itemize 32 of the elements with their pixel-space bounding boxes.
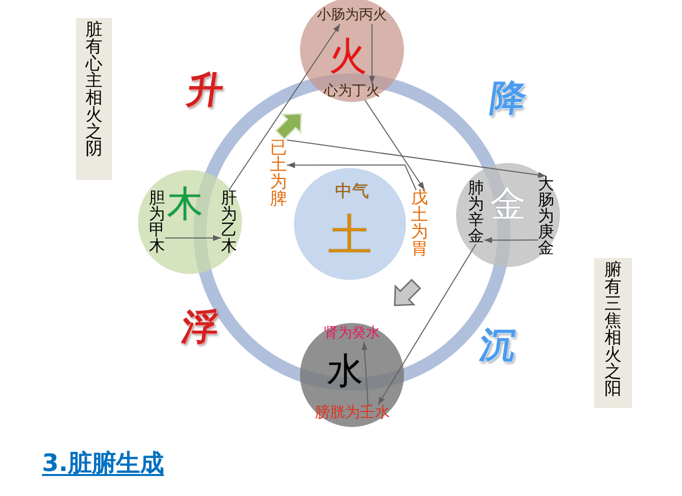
arrow <box>362 342 369 406</box>
note-box: 腑有三焦相火之阳 <box>594 258 632 408</box>
organ-label: 大肠为庚金 <box>538 176 554 256</box>
arrow <box>228 24 341 190</box>
direction-character: 沉 <box>477 327 519 363</box>
element-character: 火 <box>329 37 367 75</box>
element-character: 金 <box>490 187 526 223</box>
direction-character: 升 <box>184 72 226 108</box>
organ-label: 戊土为胃 <box>411 190 428 258</box>
arrow <box>378 244 476 406</box>
arrow <box>369 24 375 84</box>
organ-label: 胆为甲木 <box>149 190 165 254</box>
element-character: 土 <box>328 214 372 258</box>
arrow <box>286 140 546 178</box>
organ-label: 心为丁火 <box>324 84 380 100</box>
direction-character: 浮 <box>179 309 221 345</box>
arrow <box>484 237 538 244</box>
direction-character: 降 <box>487 80 529 116</box>
element-character: 木 <box>167 187 203 223</box>
organ-label: 肾为癸水 <box>324 326 380 342</box>
note-box: 脏有心主相火之阴 <box>76 18 112 180</box>
organ-label: 已土为脾 <box>270 140 287 208</box>
center-label: 中气 <box>335 184 369 200</box>
organ-label: 小肠为丙火 <box>317 8 387 24</box>
arrow <box>286 162 417 190</box>
organ-label: 肝为乙木 <box>221 190 237 254</box>
slide-title: 3.脏腑生成 <box>42 451 164 475</box>
organ-label: 膀胱为壬水 <box>315 405 390 423</box>
element-character: 水 <box>327 354 363 390</box>
arrow <box>164 235 222 241</box>
arrow <box>364 100 426 190</box>
organ-label: 肺为辛金 <box>468 180 484 244</box>
